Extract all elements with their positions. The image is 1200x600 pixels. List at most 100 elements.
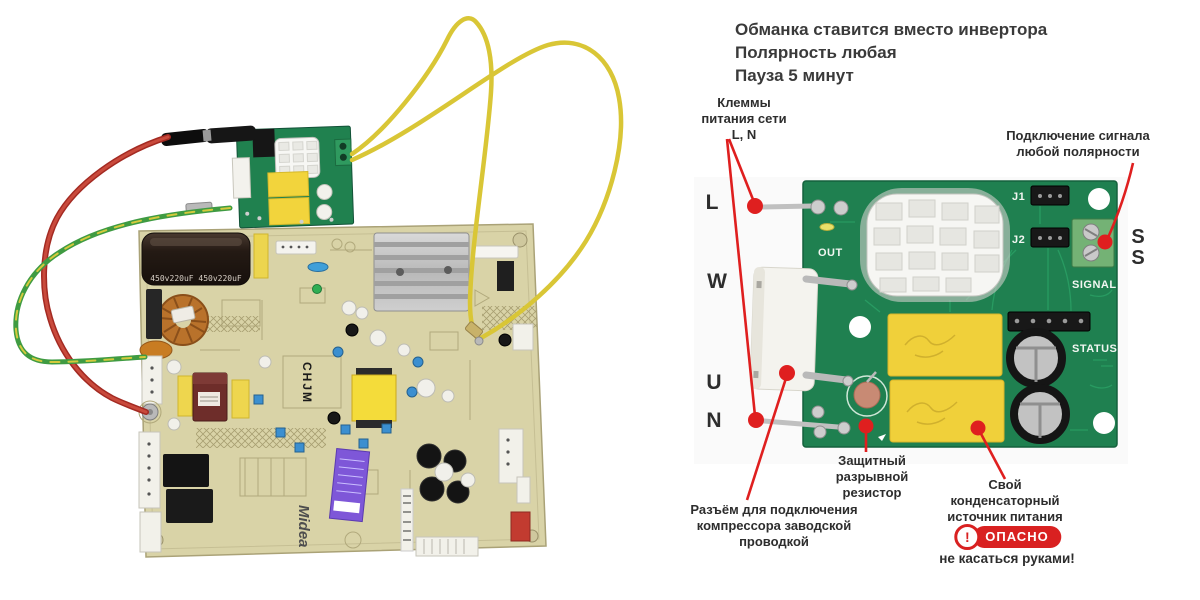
yellow-film-capacitors [887,313,1005,443]
crosshatch [196,428,326,448]
capacitor [316,183,333,200]
signal-silk-label: SIGNAL [1072,279,1117,291]
barcode-label [400,488,414,552]
terminal-l: L [705,191,719,214]
dot-signal [1097,234,1113,250]
mount-hole [1093,412,1115,434]
terminal-n: N [706,409,722,432]
yellow-film-cap [253,233,269,279]
danger-text: ОПАСНО [973,526,1062,548]
green-led [312,284,322,294]
capacitor [316,204,333,221]
wire-terminal [464,321,484,339]
blue-component [307,262,329,272]
left-photo: 450v220uF 450v220uF [13,16,624,558]
status-silk-label: STATUS [1072,343,1117,355]
connector-pin-w [802,275,854,288]
mains-plug [160,125,257,146]
toroid-inductor [157,294,209,346]
solder-pad [842,375,854,387]
out-silk-label: OUT [818,247,843,259]
title-line-1: Обманка ставится вместо инвертора [735,20,1048,39]
silkscreen-lines [200,238,491,549]
black-ic [497,261,514,291]
main-control-board: 450v220uF 450v220uF [138,223,547,558]
dot-n-terminal [748,412,764,428]
purple-sticker [328,447,371,523]
solder-pad [474,336,484,346]
solder-pad [837,421,851,435]
dummy-board-photo [231,125,355,229]
output-capacitors [416,443,476,504]
connector [231,157,252,199]
crosshatch [205,316,260,332]
line-transformer [192,372,228,422]
yellow-film-cap [177,375,193,417]
label-signal-connection: Подключение сигнала любой полярности [1006,128,1150,159]
out-led [819,223,835,231]
electrolytic-capacitors [1006,328,1070,444]
terminal-u: U [706,371,722,394]
terminal-s2: S [1131,247,1145,269]
black-component [146,289,162,339]
label-sticker [471,245,519,259]
brand-logo-text: Midea [295,505,312,548]
diagram-title: Обманка ставится вместо инвертора Полярн… [735,18,1047,87]
dot-l-terminal [747,198,763,214]
n-wire-lead [761,418,841,430]
solder-pad [833,200,849,216]
mount-hole [512,232,528,248]
board-ic-text: CHJM [300,362,314,404]
danger-badge: ! ОПАСНО [954,524,1062,550]
solder-pad [811,405,825,419]
label-protective-resistor: Защитный разрывной резистор [835,453,909,500]
annotation-dots [747,198,1113,436]
bulk-capacitor: 450v220uF 450v220uF [141,232,251,286]
j1-silk-label: J1 [1012,191,1025,203]
dummy-board: OUT J1 J2 [757,180,1118,448]
dot-connector [779,365,795,381]
title-line-3: Пауза 5 минут [735,66,854,85]
relay [166,489,213,523]
solder-pad [846,279,858,291]
right-diagram: OUT J1 J2 [694,138,1135,501]
status-header [1007,311,1091,332]
dot-capacitor [970,420,986,436]
l-wire-lead [757,203,815,210]
label-no-touch: не касаться руками! [939,551,1075,566]
small-capacitors [166,300,512,431]
j2-silk-label: J2 [1012,234,1025,246]
compressor-connector [749,266,819,392]
label-capacitor-psu: Свой конденсаторный источник питания [947,477,1063,524]
relay [163,454,209,487]
red-connector [510,511,531,542]
j1-jumper [1030,185,1070,206]
capacitor-label: 450v220uF 450v220uF [150,274,242,283]
mount-hole [1088,188,1110,210]
j2-jumper [1030,227,1070,248]
mount-hole [849,316,871,338]
solder-pad [810,199,826,215]
dot-resistor [858,418,874,434]
yellow-film-cap [268,197,311,226]
terminal-w: W [707,270,727,293]
solder-pad [813,425,827,439]
yellow-wire-1 [349,16,494,342]
yellow-film-cap [231,379,250,419]
wire-terminal-block [334,138,353,167]
danger-exclamation-icon: ! [954,524,981,550]
label-compressor-connector: Разъём для подключения компрессора завод… [690,502,858,549]
aluminium-heatsink [373,232,470,312]
protective-resistor [846,371,888,441]
relay-heatsink [860,188,1010,302]
connector [275,240,317,255]
label-mains-terminals: Клеммы питания сети L, N [701,95,787,142]
yellow-film-cap [267,171,310,198]
signal-terminal [1071,218,1115,268]
wires [13,16,624,415]
blue-trimpots [253,346,424,453]
annotation-leaders [725,138,1135,501]
terminal-s1: S [1131,226,1145,248]
yellow-wire-2 [349,40,624,341]
